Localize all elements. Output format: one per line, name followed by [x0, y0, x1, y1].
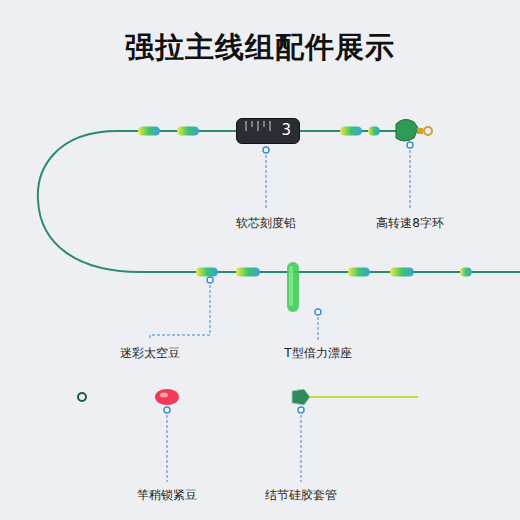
space-beads	[138, 127, 472, 277]
title: 强拉主线组配件展示	[0, 28, 520, 68]
leader-lines	[150, 145, 410, 482]
float-seat	[287, 262, 299, 312]
rod-tip	[78, 389, 418, 405]
part-name: 软芯刻度铅	[236, 215, 296, 232]
part-name: 竿稍锁紧豆	[137, 487, 197, 504]
main-line	[38, 131, 520, 272]
weight-number: 3	[281, 121, 291, 139]
part-name: T型倍力漂座	[284, 345, 351, 362]
leader-dots	[164, 142, 413, 413]
part-name: 结节硅胶套管	[265, 487, 337, 504]
swivel	[396, 119, 432, 141]
part-name: 高转速8字环	[376, 215, 444, 232]
part-name: 迷彩太空豆	[120, 345, 180, 362]
lead-weight: 3	[236, 118, 300, 144]
